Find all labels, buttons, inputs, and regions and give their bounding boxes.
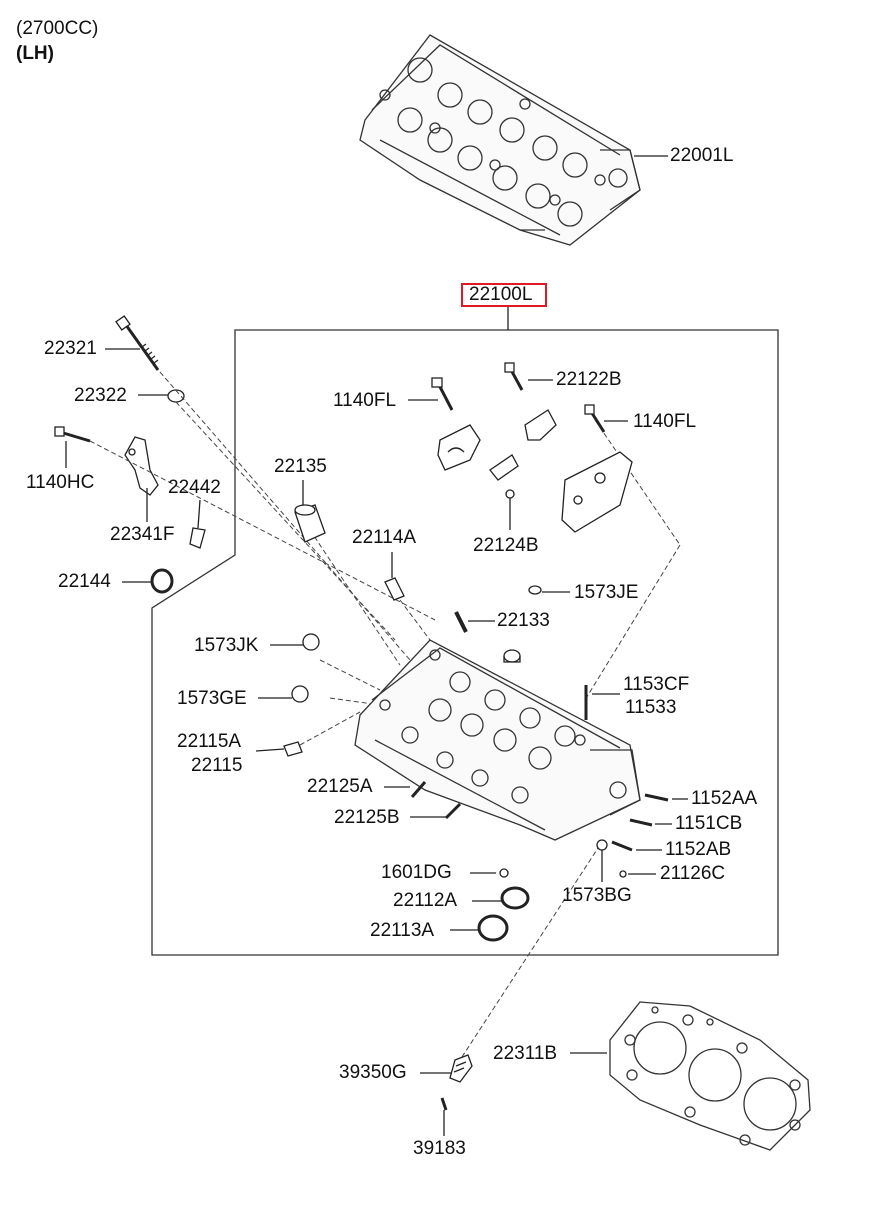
cylinder-head-assembly-image [359,34,641,246]
stud-1151cb-image [629,818,653,827]
dowel-22133-image [454,611,468,633]
part-label-22124B[interactable]: 22124B [473,535,539,556]
part-label-22100L[interactable]: 22100L [469,284,533,305]
stud-1152aa-image [644,793,669,802]
cylinder-head-image [354,639,641,841]
bolt-1140hc-image [54,426,91,443]
part-label-22112A[interactable]: 22112A [393,890,458,911]
part-label-1152AB[interactable]: 1152AB [665,839,732,860]
engine-spec: (2700CC) [16,18,99,39]
leader-22115 [255,748,285,752]
part-label-22115A[interactable]: 22115A [177,731,242,752]
part-label-11533[interactable]: 11533 [625,697,677,718]
bolt-39183-image [440,1097,448,1111]
part-label-22442[interactable]: 22442 [168,477,221,498]
part-label-1140HC[interactable]: 1140HC [26,472,95,493]
part-label-22321[interactable]: 22321 [44,338,97,359]
front-cap-image [561,451,633,533]
bearing-cap-image [489,454,519,481]
part-label-22113A[interactable]: 22113A [370,920,435,941]
dowel-22124b-image [505,489,515,499]
key-image [189,527,206,549]
part-label-22115[interactable]: 22115 [191,755,243,776]
part-label-22001L[interactable]: 22001L [670,145,734,166]
part-label-22144[interactable]: 22144 [58,571,111,592]
highlighted-part-box[interactable] [461,283,547,307]
temp-sensor-image [449,1054,473,1083]
ball-1601dg-image [499,868,509,878]
plug-1153cf-image [503,649,521,663]
leader-22442 [197,499,201,529]
part-label-22311B[interactable]: 22311B [493,1043,558,1064]
plug-1573je-image [528,585,542,595]
part-label-22341F[interactable]: 22341F [110,524,175,545]
part-label-22125A[interactable]: 22125A [307,776,373,797]
bolt-22125a-image [410,781,427,798]
part-label-1601DG[interactable]: 1601DG [381,862,452,883]
bolt-1140fl-image [431,377,454,411]
part-label-1573JE[interactable]: 1573JE [574,582,639,603]
part-label-22114A[interactable]: 22114A [352,527,417,548]
assembly-outline [151,329,779,956]
ring-22112a-image [500,886,530,910]
plug-21126c-image [619,870,627,878]
valve-guide-image [384,577,405,601]
washer-image [167,389,185,403]
bracket-image [124,436,159,496]
guide-lines [89,371,681,1061]
head-gasket-image [609,1001,811,1151]
side-spec: (LH) [16,43,54,64]
part-label-21126C[interactable]: 21126C [660,863,726,884]
bolt-1140fl-b-image [584,404,606,433]
part-label-22125B[interactable]: 22125B [334,807,400,828]
seal-22113a-image [477,914,509,942]
cam-cap-image [437,424,481,471]
plug-1573jk-image [302,633,320,651]
seal-22115-image [283,741,303,757]
part-label-1573GE[interactable]: 1573GE [177,688,247,709]
part-label-22322[interactable]: 22322 [74,385,127,406]
part-label-1140FL-a[interactable]: 1140FL [333,390,397,411]
part-label-1573JK[interactable]: 1573JK [194,635,259,656]
part-label-1140FL-b[interactable]: 1140FL [633,411,697,432]
cam-cap-image-b [524,409,557,441]
head-bolt-image [115,315,160,371]
plug-1573bg-image [596,839,608,851]
part-label-22122B[interactable]: 22122B [556,369,622,390]
plug-1573ge-image [291,685,309,703]
part-label-1573BG[interactable]: 1573BG [562,885,632,906]
bolt-22125b-image [444,802,462,820]
part-label-39350G[interactable]: 39350G [339,1062,407,1083]
part-label-22135[interactable]: 22135 [274,456,327,477]
oil-seal-image [150,568,174,594]
part-label-1151CB[interactable]: 1151CB [675,813,743,834]
part-label-22133[interactable]: 22133 [497,610,550,631]
part-label-1153CF[interactable]: 1153CF [623,674,690,695]
stud-1152ab-image [611,840,633,852]
bolt-22122b-image [504,362,524,391]
part-label-1152AA[interactable]: 1152AA [691,788,758,809]
part-label-39183[interactable]: 39183 [413,1138,466,1159]
